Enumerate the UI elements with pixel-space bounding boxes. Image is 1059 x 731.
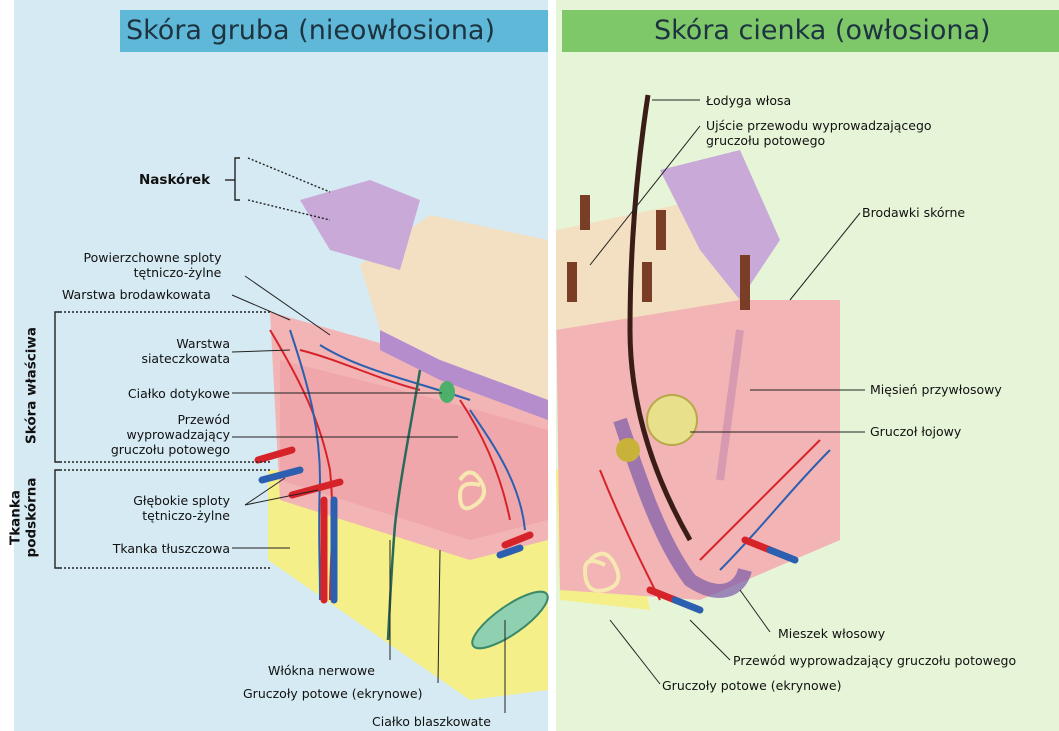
sebaceous-gland-small	[616, 438, 640, 462]
label-nerve-fibers: Włókna nerwowe	[268, 663, 375, 678]
label-lamellar-corpuscle: Ciałko blaszkowate	[372, 714, 491, 729]
label-tactile-corpuscle: Ciałko dotykowe	[100, 386, 230, 401]
label-adipose: Tkanka tłuszczowa	[80, 541, 230, 556]
label-deep-plexus-1: Głębokie sploty	[90, 493, 230, 508]
label-hair-follicle: Mieszek włosowy	[778, 626, 885, 641]
label-papillary-layer: Warstwa brodawkowata	[62, 287, 211, 302]
label-reticular-layer-2: siateczkowata	[120, 351, 230, 366]
label-superficial-plexus-2: tętniczo-żylne	[110, 265, 245, 280]
tactile-corpuscle	[439, 381, 455, 403]
sebaceous-gland	[647, 395, 697, 445]
label-arrector-pili: Mięsień przywłosowy	[870, 382, 1002, 397]
label-sweat-duct-right: Przewód wyprowadzający gruczołu potowego	[733, 653, 1016, 668]
side-label-hypodermis-2: podskórna	[25, 478, 40, 558]
label-sweat-pore-2: gruczołu potowego	[706, 133, 825, 148]
label-sweat-duct-2: wyprowadzający	[90, 427, 230, 442]
side-label-hypodermis-1: Tkanka	[9, 478, 24, 558]
label-sweat-pore-1: Ujście przewodu wyprowadzającego	[706, 118, 932, 133]
label-superficial-plexus-1: Powierzchowne sploty	[60, 250, 245, 265]
label-hair-shaft: Łodyga włosa	[706, 93, 791, 108]
side-label-dermis: Skóra właściwa	[25, 326, 40, 446]
label-sweat-glands-left: Gruczoły potowe (ekrynowe)	[243, 686, 422, 701]
label-sebaceous-gland: Gruczoł łojowy	[870, 424, 961, 439]
label-sweat-duct-3: gruczołu potowego	[90, 442, 230, 457]
epidermis-purple	[300, 180, 420, 270]
label-dermal-papillae: Brodawki skórne	[862, 205, 965, 220]
label-deep-plexus-2: tętniczo-żylne	[90, 508, 230, 523]
label-sweat-duct-1: Przewód	[90, 412, 230, 427]
label-reticular-layer-1: Warstwa	[120, 336, 230, 351]
label-epidermis: Naskórek	[139, 173, 210, 188]
label-sweat-glands-right: Gruczoły potowe (ekrynowe)	[662, 678, 841, 693]
